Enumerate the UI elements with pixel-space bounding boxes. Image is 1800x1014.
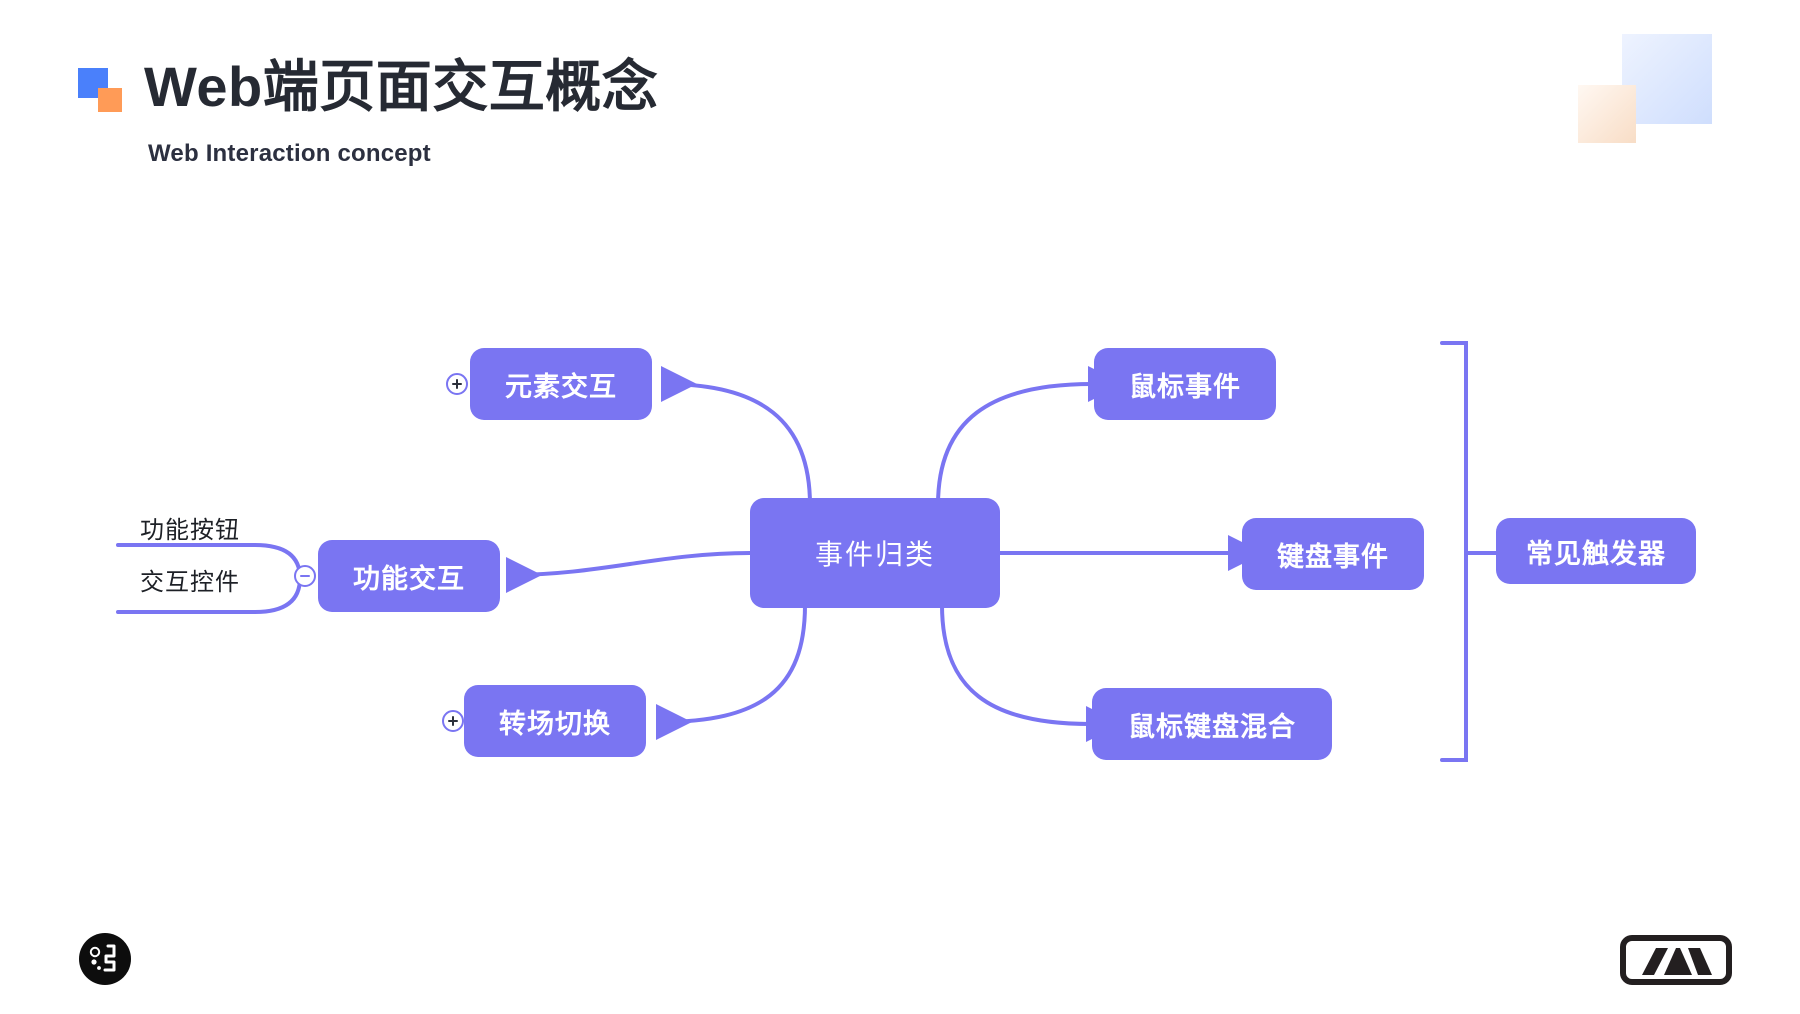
node-function-interaction[interactable]: 功能交互 bbox=[318, 540, 500, 612]
node-mouse-event[interactable]: 鼠标事件 bbox=[1094, 348, 1276, 420]
wire-root-to-element bbox=[660, 365, 812, 507]
square-logo-icon bbox=[78, 68, 122, 112]
expand-toggle-transition-switch[interactable] bbox=[442, 710, 464, 732]
group-bracket-right bbox=[1440, 341, 1468, 762]
circular-brand-icon bbox=[79, 933, 131, 985]
node-transition-switch[interactable]: 转场切换 bbox=[464, 685, 646, 757]
node-mouse-keyboard-mixed[interactable]: 鼠标键盘混合 bbox=[1092, 688, 1332, 760]
plus-icon-vertical bbox=[452, 716, 454, 726]
node-keyboard-event[interactable]: 键盘事件 bbox=[1242, 518, 1424, 590]
node-common-triggers[interactable]: 常见触发器 bbox=[1496, 518, 1696, 584]
decor-square-orange bbox=[1578, 85, 1636, 143]
wire-root-to-mixed bbox=[940, 603, 1122, 742]
leaf-item-1[interactable]: 交互控件 bbox=[140, 569, 240, 596]
header-decoration bbox=[1560, 0, 1800, 200]
mountain-brand-icon bbox=[1620, 935, 1732, 985]
wire-root-to-transition bbox=[655, 603, 807, 741]
plus-icon-vertical bbox=[456, 379, 458, 389]
leaf-item-0[interactable]: 功能按钮 bbox=[140, 517, 240, 544]
expand-toggle-element-interaction[interactable] bbox=[446, 373, 468, 395]
page-title: Web端页面交互概念 bbox=[144, 55, 659, 118]
logo-square-orange bbox=[98, 88, 122, 112]
page-subtitle: Web Interaction concept bbox=[148, 140, 431, 167]
node-root-event-classification[interactable]: 事件归类 bbox=[750, 498, 1000, 608]
collapse-toggle-function-interaction[interactable] bbox=[294, 565, 316, 587]
minus-icon bbox=[300, 575, 310, 577]
wire-root-to-function bbox=[505, 551, 752, 594]
node-element-interaction[interactable]: 元素交互 bbox=[470, 348, 652, 420]
wire-root-to-mouse bbox=[936, 366, 1124, 507]
decor-square-blue bbox=[1622, 34, 1712, 124]
